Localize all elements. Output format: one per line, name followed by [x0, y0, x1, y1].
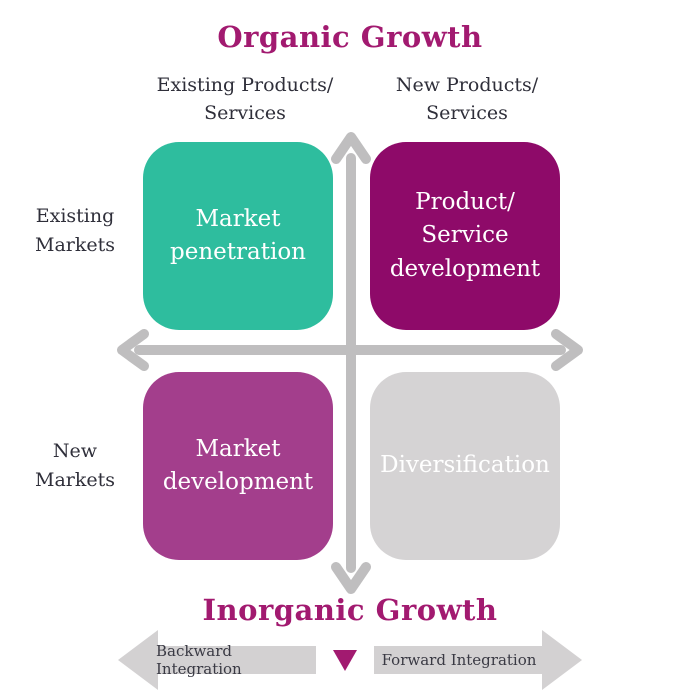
column-header-new-products: New Products/ Services	[395, 74, 539, 124]
backward-integration-bar: Backward Integration	[156, 642, 316, 678]
row-label-new-markets: New Markets	[34, 440, 115, 491]
inorganic-growth-title: Inorganic Growth	[202, 593, 498, 627]
horizontal-axis-arrow-icon	[117, 329, 583, 371]
backward-integration-label: Backward Integration	[156, 642, 242, 678]
quadrant-market-development: Market development	[143, 372, 333, 560]
forward-integration-label: Forward Integration	[381, 651, 537, 669]
vertical-axis-arrow-icon	[331, 132, 371, 594]
forward-integration-bar: Forward Integration	[374, 646, 544, 674]
quadrant-diversification: Diversification	[370, 372, 560, 560]
backward-arrowhead-icon	[118, 630, 158, 690]
forward-arrowhead-icon	[542, 630, 582, 690]
quadrant-product-service-development: Product/ Service development	[370, 142, 560, 330]
row-label-existing-markets: Existing Markets	[34, 205, 115, 256]
quadrant-market-penetration: Market penetration	[143, 142, 333, 330]
center-triangle-marker-icon	[333, 650, 357, 671]
organic-growth-title: Organic Growth	[217, 20, 483, 54]
column-header-existing-products: Existing Products/ Services	[156, 74, 334, 124]
